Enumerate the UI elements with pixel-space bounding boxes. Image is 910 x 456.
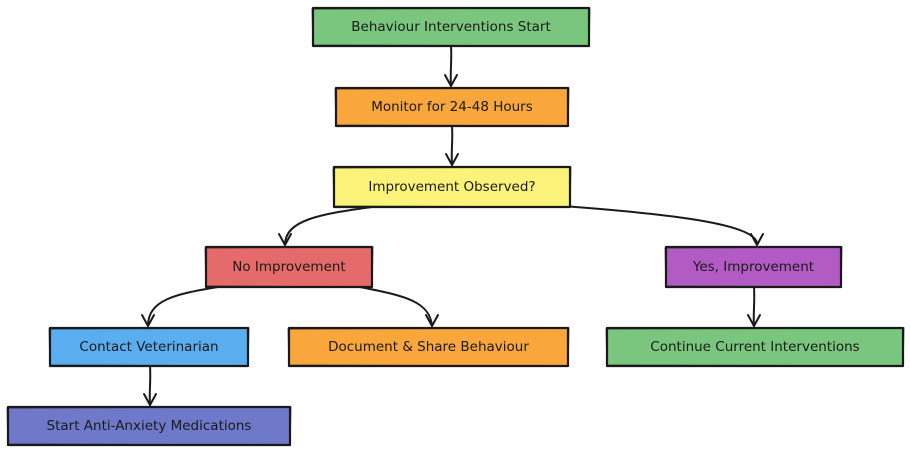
node-sketch-outline [6,406,292,446]
edge-yes-to-continue [747,286,761,327]
edge-line [450,125,454,166]
edge-line [534,203,759,246]
edge-line [359,286,433,327]
node-document: Document & Share Behaviour [287,326,570,368]
edge-contact-to-meds [143,365,157,406]
node-box [6,405,292,447]
arrowhead-icon [141,314,155,327]
node-contact: Contact Veterinarian [48,326,250,368]
arrowhead-icon [425,314,439,327]
node-sketch-outline [311,7,591,47]
node-continue: Continue Current Interventions [605,326,905,368]
node-yes: Yes, Improvement [664,245,843,289]
node-no: No Improvement [204,245,374,289]
arrowhead-icon [750,233,764,246]
node-label: Behaviour Interventions Start [351,19,551,35]
node-sketch-outline [204,246,374,288]
node-start: Behaviour Interventions Start [311,6,591,48]
node-box [204,245,374,289]
edge-line [148,365,152,406]
node-label: Monitor for 24-48 Hours [371,99,533,115]
edge-line [147,286,219,327]
node-meds: Start Anti-Anxiety Medications [6,405,292,447]
node-sketch-outline [48,327,250,367]
edge-line [449,45,453,87]
node-label: No Improvement [232,259,345,275]
arrowhead-icon [444,74,458,87]
arrowhead-icon [278,233,292,246]
node-monitor: Monitor for 24-48 Hours [334,86,570,128]
edge-line [752,286,756,327]
node-label: Start Anti-Anxiety Medications [47,418,252,434]
arrowhead-icon [143,393,157,406]
node-label: Document & Share Behaviour [328,339,529,355]
node-sketch-outline [287,327,570,367]
arrowhead-icon [445,153,459,166]
edges-layer [141,45,764,406]
node-sketch-outline [332,166,572,208]
edge-start-to-monitor [444,45,458,87]
edge-no-to-contact [141,286,219,327]
node-label: Continue Current Interventions [650,339,859,355]
node-label: Improvement Observed? [368,179,535,195]
edge-line [284,206,373,246]
node-sketch-outline [605,327,905,367]
node-sketch-outline [334,87,570,127]
arrowhead-icon [747,314,761,327]
node-label: Contact Veterinarian [79,339,218,355]
edge-observed-to-yes [534,203,764,246]
edge-no-to-document [359,286,439,327]
node-label: Yes, Improvement [692,259,814,275]
node-observed: Improvement Observed? [332,165,572,209]
edge-monitor-to-observed [445,125,459,166]
edge-observed-to-no [278,206,373,246]
node-sketch-outline [664,246,843,288]
